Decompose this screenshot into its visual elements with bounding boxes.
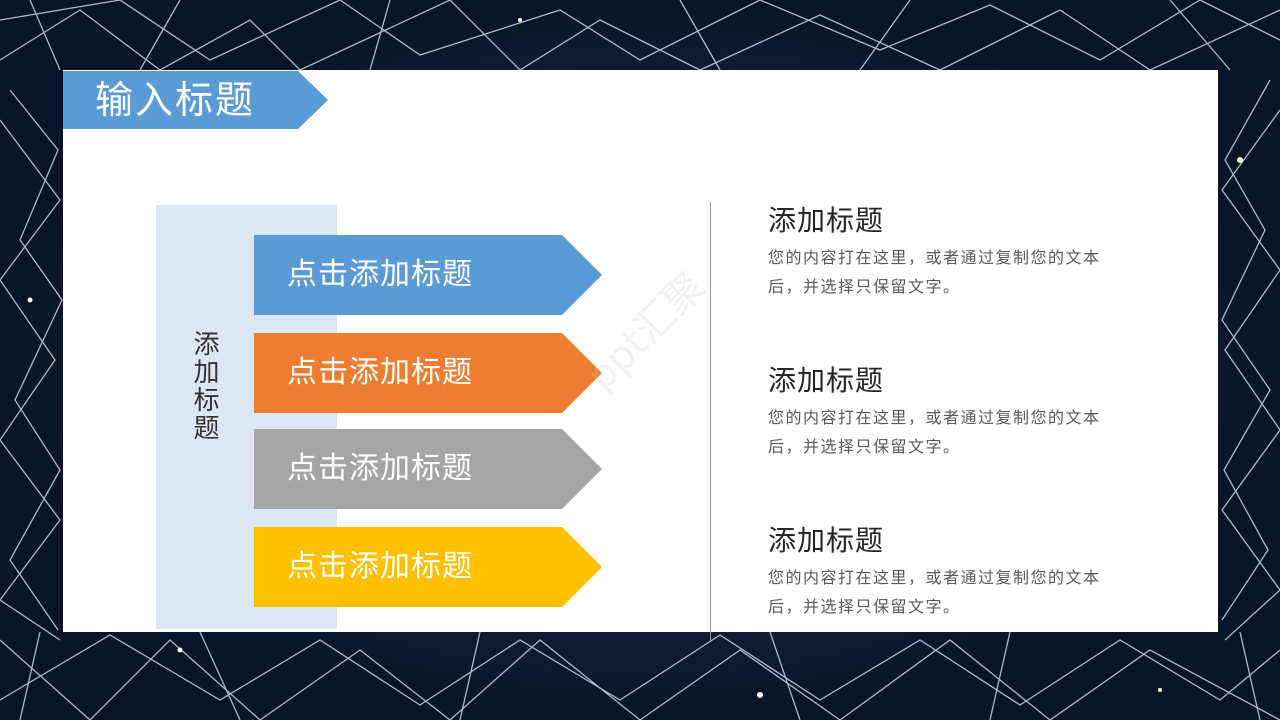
arrow-shape bbox=[254, 235, 602, 315]
arrow-label[interactable]: 点击添加标题 bbox=[287, 549, 473, 584]
arrow-label[interactable]: 点击添加标题 bbox=[287, 451, 473, 486]
arrow-step-2[interactable]: 点击添加标题 bbox=[254, 333, 602, 413]
arrow-label[interactable]: 点击添加标题 bbox=[287, 257, 473, 292]
arrow-shape bbox=[254, 527, 602, 607]
info-block-body[interactable]: 您的内容打在这里，或者通过复制您的文本后，并选择只保留文字。 bbox=[768, 568, 1101, 616]
info-block-title[interactable]: 添加标题 bbox=[768, 204, 885, 237]
arrow-step-3[interactable]: 点击添加标题 bbox=[254, 429, 602, 509]
side-panel-label[interactable]: 添加标题 bbox=[189, 330, 219, 442]
info-block-title[interactable]: 添加标题 bbox=[768, 524, 885, 557]
slide-title[interactable]: 输入标题 bbox=[95, 78, 256, 122]
info-block-title[interactable]: 添加标题 bbox=[768, 364, 885, 397]
arrow-shape bbox=[254, 333, 602, 413]
vertical-divider bbox=[710, 202, 711, 642]
title-banner: 输入标题 bbox=[63, 71, 328, 129]
info-block-1: 添加标题 您的内容打在这里，或者通过复制您的文本后，并选择只保留文字。 bbox=[768, 203, 1128, 301]
arrow-step-1[interactable]: 点击添加标题 bbox=[254, 235, 602, 315]
info-block-2: 添加标题 您的内容打在这里，或者通过复制您的文本后，并选择只保留文字。 bbox=[768, 363, 1128, 461]
title-banner-shape bbox=[63, 71, 328, 129]
info-block-3: 添加标题 您的内容打在这里，或者通过复制您的文本后，并选择只保留文字。 bbox=[768, 523, 1128, 621]
info-block-body[interactable]: 您的内容打在这里，或者通过复制您的文本后，并选择只保留文字。 bbox=[768, 248, 1101, 296]
arrow-label[interactable]: 点击添加标题 bbox=[287, 355, 473, 390]
arrow-step-4[interactable]: 点击添加标题 bbox=[254, 527, 602, 607]
info-block-body[interactable]: 您的内容打在这里，或者通过复制您的文本后，并选择只保留文字。 bbox=[768, 408, 1101, 456]
arrow-shape bbox=[254, 429, 602, 509]
